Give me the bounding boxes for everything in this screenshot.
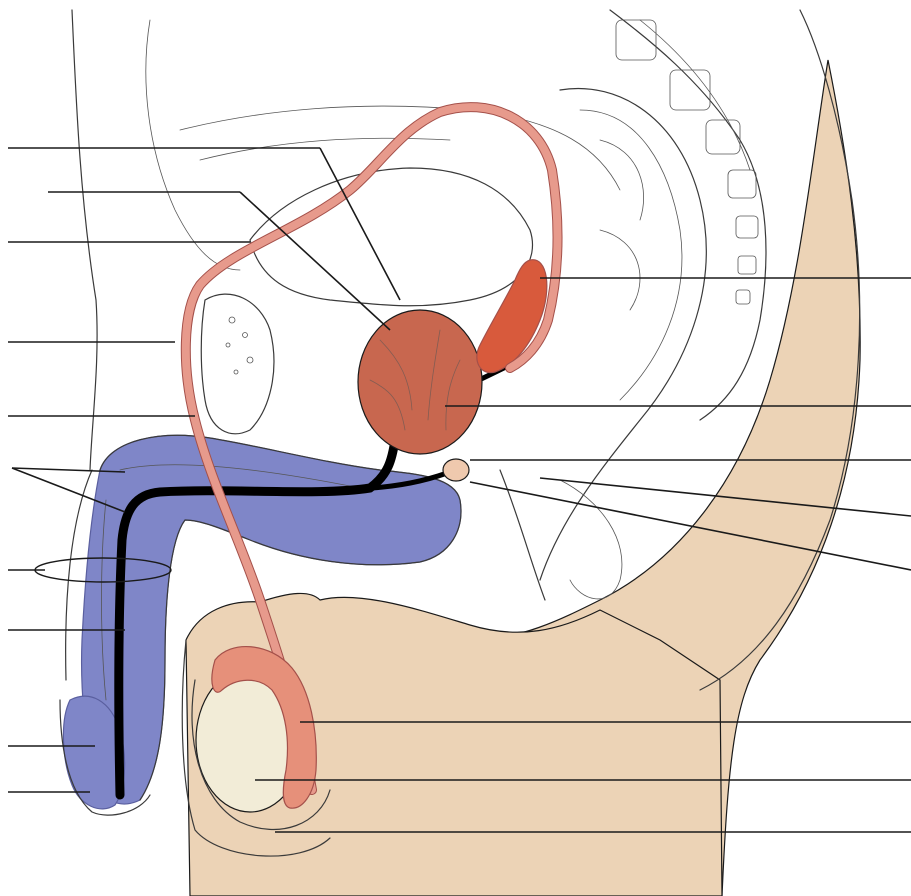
coccyx-area: [560, 480, 622, 599]
pubic-bone-texture: [226, 317, 253, 374]
rectum-outline: [540, 88, 706, 580]
bladder-outline: [250, 168, 533, 306]
rectum-fold-1: [600, 140, 644, 220]
rectum-inner: [580, 110, 682, 400]
sacrum-outline: [610, 10, 766, 420]
prostate-gland: [358, 310, 482, 454]
rectum-fold-2: [600, 230, 640, 310]
sacrum-outline-inner: [640, 20, 750, 170]
pubic-bone: [201, 294, 274, 434]
bulbourethral-gland: [443, 459, 469, 481]
abdomen-contour: [72, 10, 97, 470]
abdomen-inner-contour: [146, 20, 240, 270]
seminal-vesicle: [477, 260, 547, 373]
